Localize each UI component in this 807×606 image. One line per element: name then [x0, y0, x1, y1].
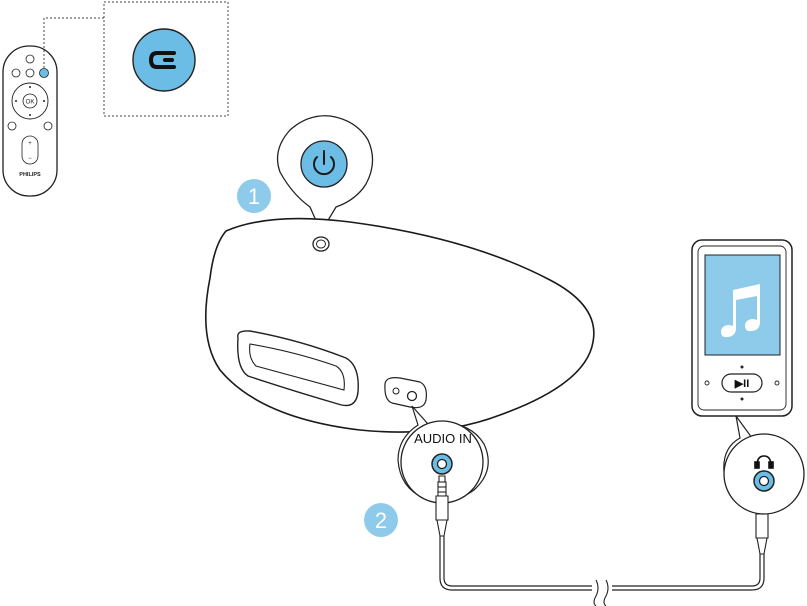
audio-cable	[436, 476, 768, 606]
power-button-zoom	[278, 116, 373, 232]
source-button-zoom	[133, 29, 195, 91]
remote-volume-plus: +	[28, 141, 32, 147]
remote-back-button	[8, 122, 16, 130]
speaker-power-button	[313, 237, 329, 251]
remote-button-mid	[26, 69, 34, 77]
cable-break-mark	[594, 580, 598, 606]
remote-ok-label: OK	[26, 100, 35, 106]
remote-source-button	[40, 69, 49, 78]
headphone-jack-zoom	[724, 416, 804, 514]
speaker-jack-panel	[385, 378, 427, 408]
remote-button-left	[12, 69, 20, 77]
player-screen	[705, 255, 780, 355]
remote-volume-minus: −	[28, 156, 32, 162]
audio-in-label: AUDIO IN	[414, 431, 472, 446]
play-pause-label: ▶II	[734, 378, 750, 390]
remote-next-button	[44, 122, 52, 130]
step-1-badge: 1	[237, 179, 271, 213]
left-plug	[436, 476, 448, 536]
media-player: ▶II	[692, 240, 792, 416]
speaker	[206, 219, 594, 433]
remote-top-button	[26, 55, 34, 63]
speaker-audio-in-jack	[408, 392, 417, 401]
step-1-number: 1	[248, 184, 260, 209]
step-2-number: 2	[375, 508, 387, 533]
remote-control: OK + − PHILIPS	[3, 46, 57, 196]
remote-brand-label: PHILIPS	[19, 172, 41, 178]
step-2-badge: 2	[364, 503, 398, 537]
